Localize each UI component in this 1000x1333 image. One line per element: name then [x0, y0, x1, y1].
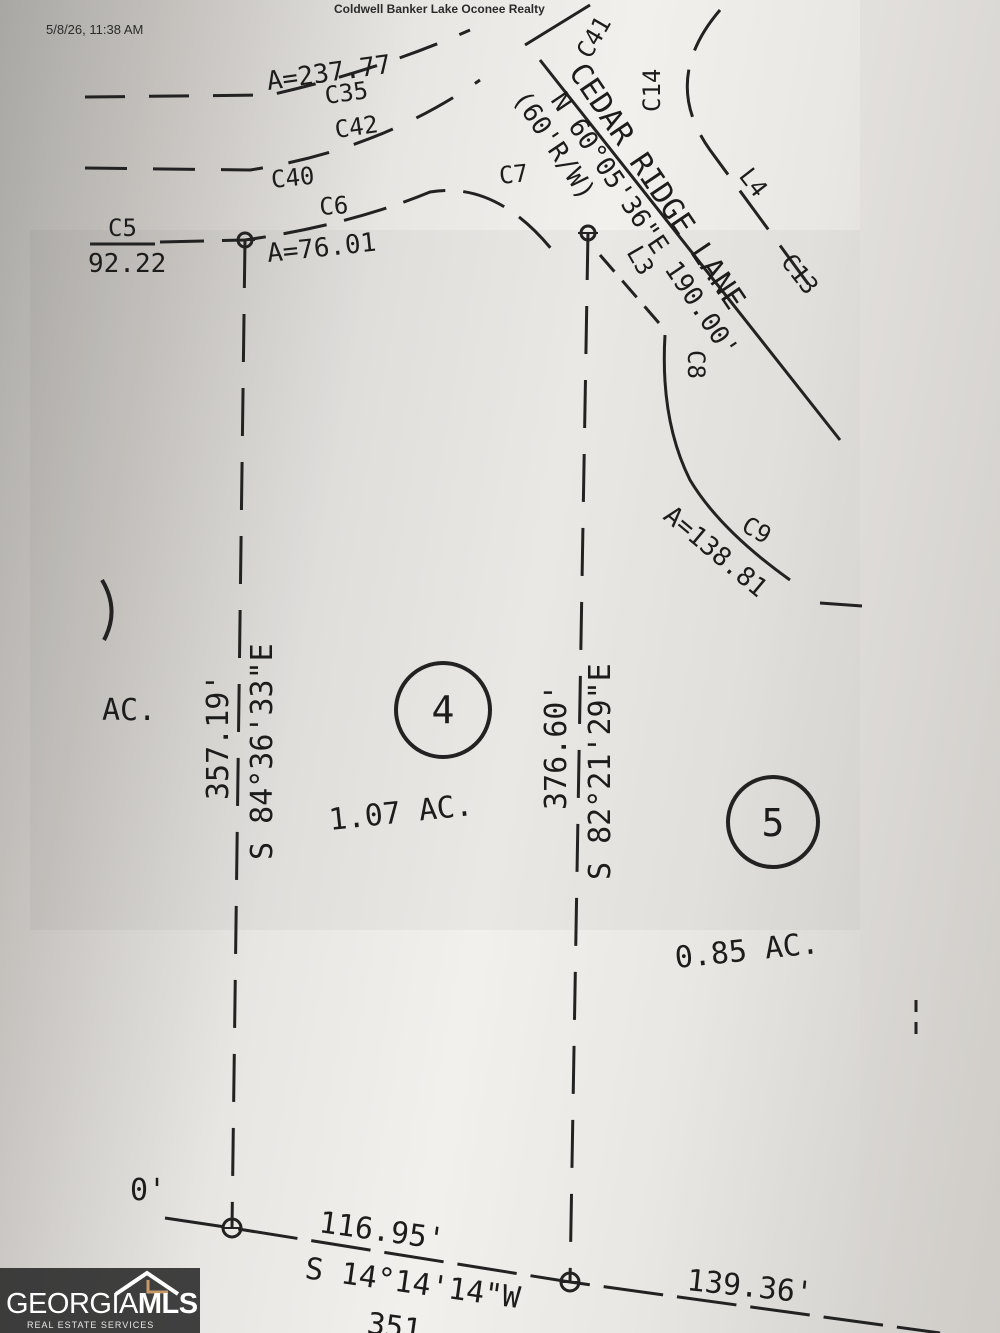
label-c6: C6 [318, 191, 349, 221]
curve-c6-c7-line [159, 188, 562, 261]
corner-marker-ne [578, 224, 598, 242]
rear-line [164, 1216, 941, 1333]
west-line-bearing: S 84°36'33"E [245, 643, 280, 860]
line-l3 [598, 254, 667, 331]
row-line-lane [538, 59, 842, 441]
label-c14: C14 [638, 69, 666, 112]
corner-marker-se [559, 1271, 581, 1293]
curve-c35-line [84, 28, 471, 99]
row-line-top [524, 3, 591, 47]
print-title: Coldwell Banker Lake Oconee Realty [334, 2, 545, 16]
label-c7: C7 [498, 159, 530, 190]
curve-c40-line [84, 78, 481, 172]
east-line-bearing: S 82°21'29"E [583, 663, 618, 880]
label-c41: C41 [571, 11, 617, 63]
house-roof-icon [114, 1270, 180, 1296]
lot5-area: 0.85 AC. [673, 926, 820, 976]
watermark-brand-mls: MLS [137, 1288, 198, 1320]
label-c8: C8 [682, 350, 710, 379]
rear-lot5-distance: 139.36' [685, 1263, 814, 1311]
watermark-brand: GEORGIAMLS [6, 1288, 198, 1321]
lot3-partial-arc [100, 578, 114, 641]
bottom-partial-label: 351 [365, 1306, 424, 1333]
georgia-mls-watermark: GEORGIAMLS REAL ESTATE SERVICES [0, 1268, 200, 1333]
lot5-circle [726, 775, 820, 869]
west-line-distance: 357.19' [201, 674, 236, 800]
east-line-distance: 376.60' [539, 684, 574, 810]
lot4-number: 4 [432, 688, 455, 732]
rear-bearing: S 14°14'14"W [303, 1251, 523, 1316]
curve-c8-c9-line [662, 334, 791, 582]
rear-lot4-distance: 116.95' [317, 1205, 447, 1257]
lot5-number: 5 [762, 801, 785, 845]
label-l4: L4 [733, 162, 773, 202]
label-c42: C42 [333, 110, 380, 144]
watermark-brand-georgia: GEORGIA [6, 1288, 138, 1320]
lot3-area-partial: AC. [102, 693, 156, 728]
print-datetime: 5/8/26, 11:38 AM [46, 22, 144, 37]
lot-line-east [568, 231, 590, 1283]
corner-marker-sw [221, 1217, 243, 1239]
sheet-edge-shadow [860, 0, 1000, 1333]
label-c5-length: 92.22 [88, 249, 166, 279]
label-c5: C5 [108, 214, 137, 242]
rear-lot3-partial: 0' [130, 1173, 166, 1208]
curve-c14-line [685, 9, 822, 301]
lot4-circle [394, 661, 492, 759]
watermark-tagline: REAL ESTATE SERVICES [27, 1320, 155, 1330]
tick-c9 [819, 601, 863, 608]
lot-line-west [230, 239, 247, 1229]
label-c40: C40 [270, 162, 316, 194]
label-c35: C35 [323, 76, 370, 110]
corner-marker-nw [235, 231, 255, 249]
